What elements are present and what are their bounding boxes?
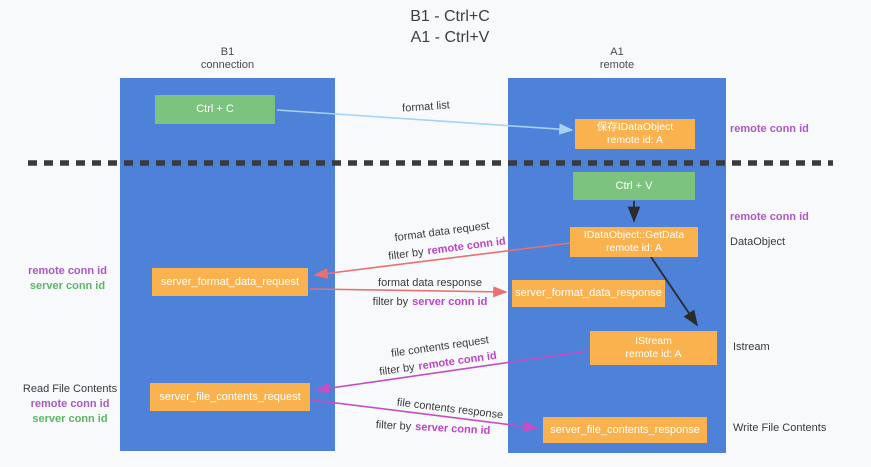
node-server-format-data-request: server_format_data_request: [152, 268, 308, 296]
right-column-name: A1: [610, 46, 624, 58]
title-line-1: B1 - Ctrl+C: [410, 8, 490, 25]
node-server-format-data-response: server_format_data_response: [512, 280, 665, 307]
right-column-header: A1 remote: [508, 46, 726, 72]
node-ctrl-c: Ctrl + C: [155, 95, 275, 124]
annotation-read-file-contents: Read File Contents: [22, 383, 118, 395]
node-ctrl-v: Ctrl + V: [573, 172, 695, 200]
server-conn-id-text: server conn id: [414, 421, 491, 437]
left-column-name: B1: [220, 46, 235, 58]
node-getdata-line1: IDataObject::GetData: [583, 229, 685, 241]
annotation-left-conn-ids-top: remote conn id server conn id: [15, 264, 120, 294]
node-idataobject-getdata: IDataObject::GetData remote id: A: [570, 227, 698, 257]
node-file-request-label: server_file_contents_request: [159, 390, 301, 403]
annotation-server-conn-id: server conn id: [29, 280, 106, 292]
annotation-write-file-contents: Write File Contents: [733, 422, 827, 434]
node-getdata-line2: remote id: A: [605, 242, 663, 254]
label-file-contents-response: file contents response: [396, 396, 504, 422]
node-format-request-label: server_format_data_request: [160, 275, 300, 288]
arrow-format-data-response: [309, 286, 508, 298]
node-ctrl-c-label: Ctrl + C: [196, 103, 234, 115]
node-istream-line1: IStream: [635, 335, 672, 347]
node-server-file-contents-request: server_file_contents_request: [150, 383, 310, 411]
node-save-idataobject: 保存IDataObject remote id: A: [575, 119, 695, 149]
filter-by-text: filter by: [375, 419, 412, 433]
node-istream: IStream remote id: A: [590, 331, 717, 365]
node-format-response-label: server_format_data_response: [515, 287, 662, 299]
label-format-list: format list: [401, 99, 451, 115]
remote-conn-id-text: remote conn id: [426, 235, 507, 258]
filter-by-text: filter by: [387, 246, 425, 263]
annotation-server-conn-id: server conn id: [32, 413, 108, 425]
left-column-header: B1 connection: [120, 46, 335, 72]
node-file-response-label: server_file_contents_response: [550, 423, 700, 436]
left-column-role: connection: [200, 59, 255, 71]
annotation-remote-conn-id: remote conn id: [28, 265, 107, 277]
annotation-remote-conn-id: remote conn id: [30, 398, 110, 410]
node-server-file-contents-response: server_file_contents_response: [543, 417, 707, 443]
right-column-role: remote: [599, 59, 635, 71]
title-line-2: A1 - Ctrl+V: [410, 29, 490, 46]
node-istream-line2: remote id: A: [625, 348, 682, 360]
annotation-remote-conn-id-mid: remote conn id: [730, 211, 809, 223]
label-format-data-response: format data response: [378, 277, 482, 289]
diagram-title: B1 - Ctrl+C A1 - Ctrl+V: [0, 6, 871, 48]
annotation-remote-conn-id-top: remote conn id: [730, 123, 809, 135]
filter-by-text: filter by: [372, 296, 409, 308]
annotation-istream: Istream: [733, 341, 770, 353]
node-save-idataobject-line2: remote id: A: [606, 134, 664, 146]
filter-by-text: filter by: [378, 361, 416, 379]
node-ctrl-v-label: Ctrl + V: [615, 179, 653, 192]
node-save-idataobject-line1: 保存IDataObject: [596, 121, 674, 133]
annotation-left-read-file: Read File Contents remote conn id server…: [15, 382, 125, 427]
annotation-dataobject: DataObject: [730, 236, 786, 248]
server-conn-id-text: server conn id: [412, 296, 488, 308]
